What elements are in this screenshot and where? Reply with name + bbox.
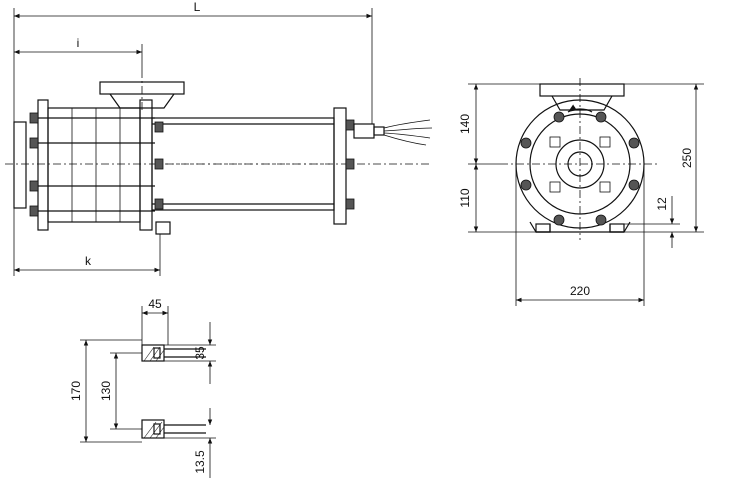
dimension-13-5-label: 13.5 [193,450,207,474]
dimension-220-label: 220 [570,284,590,298]
dimension-12: 12 [624,196,680,248]
dimension-i-label: i [77,36,80,50]
dimension-i: i [14,36,143,70]
dimension-45: 45 [141,297,169,345]
dimension-k: k [13,208,161,276]
dimension-45-label: 45 [148,297,162,311]
side-view [5,70,433,235]
front-view [500,78,660,240]
dimension-130-label: 130 [99,381,113,401]
dimension-250-label: 250 [680,148,694,168]
dimension-170: 170 [69,339,142,443]
dimension-110-label: 110 [458,188,472,207]
dimension-130: 130 [99,352,142,430]
dimension-35: 35 [164,322,216,384]
dimension-140: 140 [458,83,540,165]
foot-detail [141,344,206,439]
dimension-35-label: 35 [193,346,207,360]
dimension-13-5: 13.5 [164,408,216,478]
dimension-L-label: L [194,0,201,14]
dimension-140-label: 140 [458,114,472,134]
dimension-12-label: 12 [655,197,669,211]
dimension-250: 250 [624,83,704,233]
dimension-170-label: 170 [69,381,83,401]
dimension-k-label: k [85,254,92,268]
dimension-220: 220 [515,164,645,306]
dimension-110: 110 [458,164,536,233]
dimension-L: L [13,0,373,124]
